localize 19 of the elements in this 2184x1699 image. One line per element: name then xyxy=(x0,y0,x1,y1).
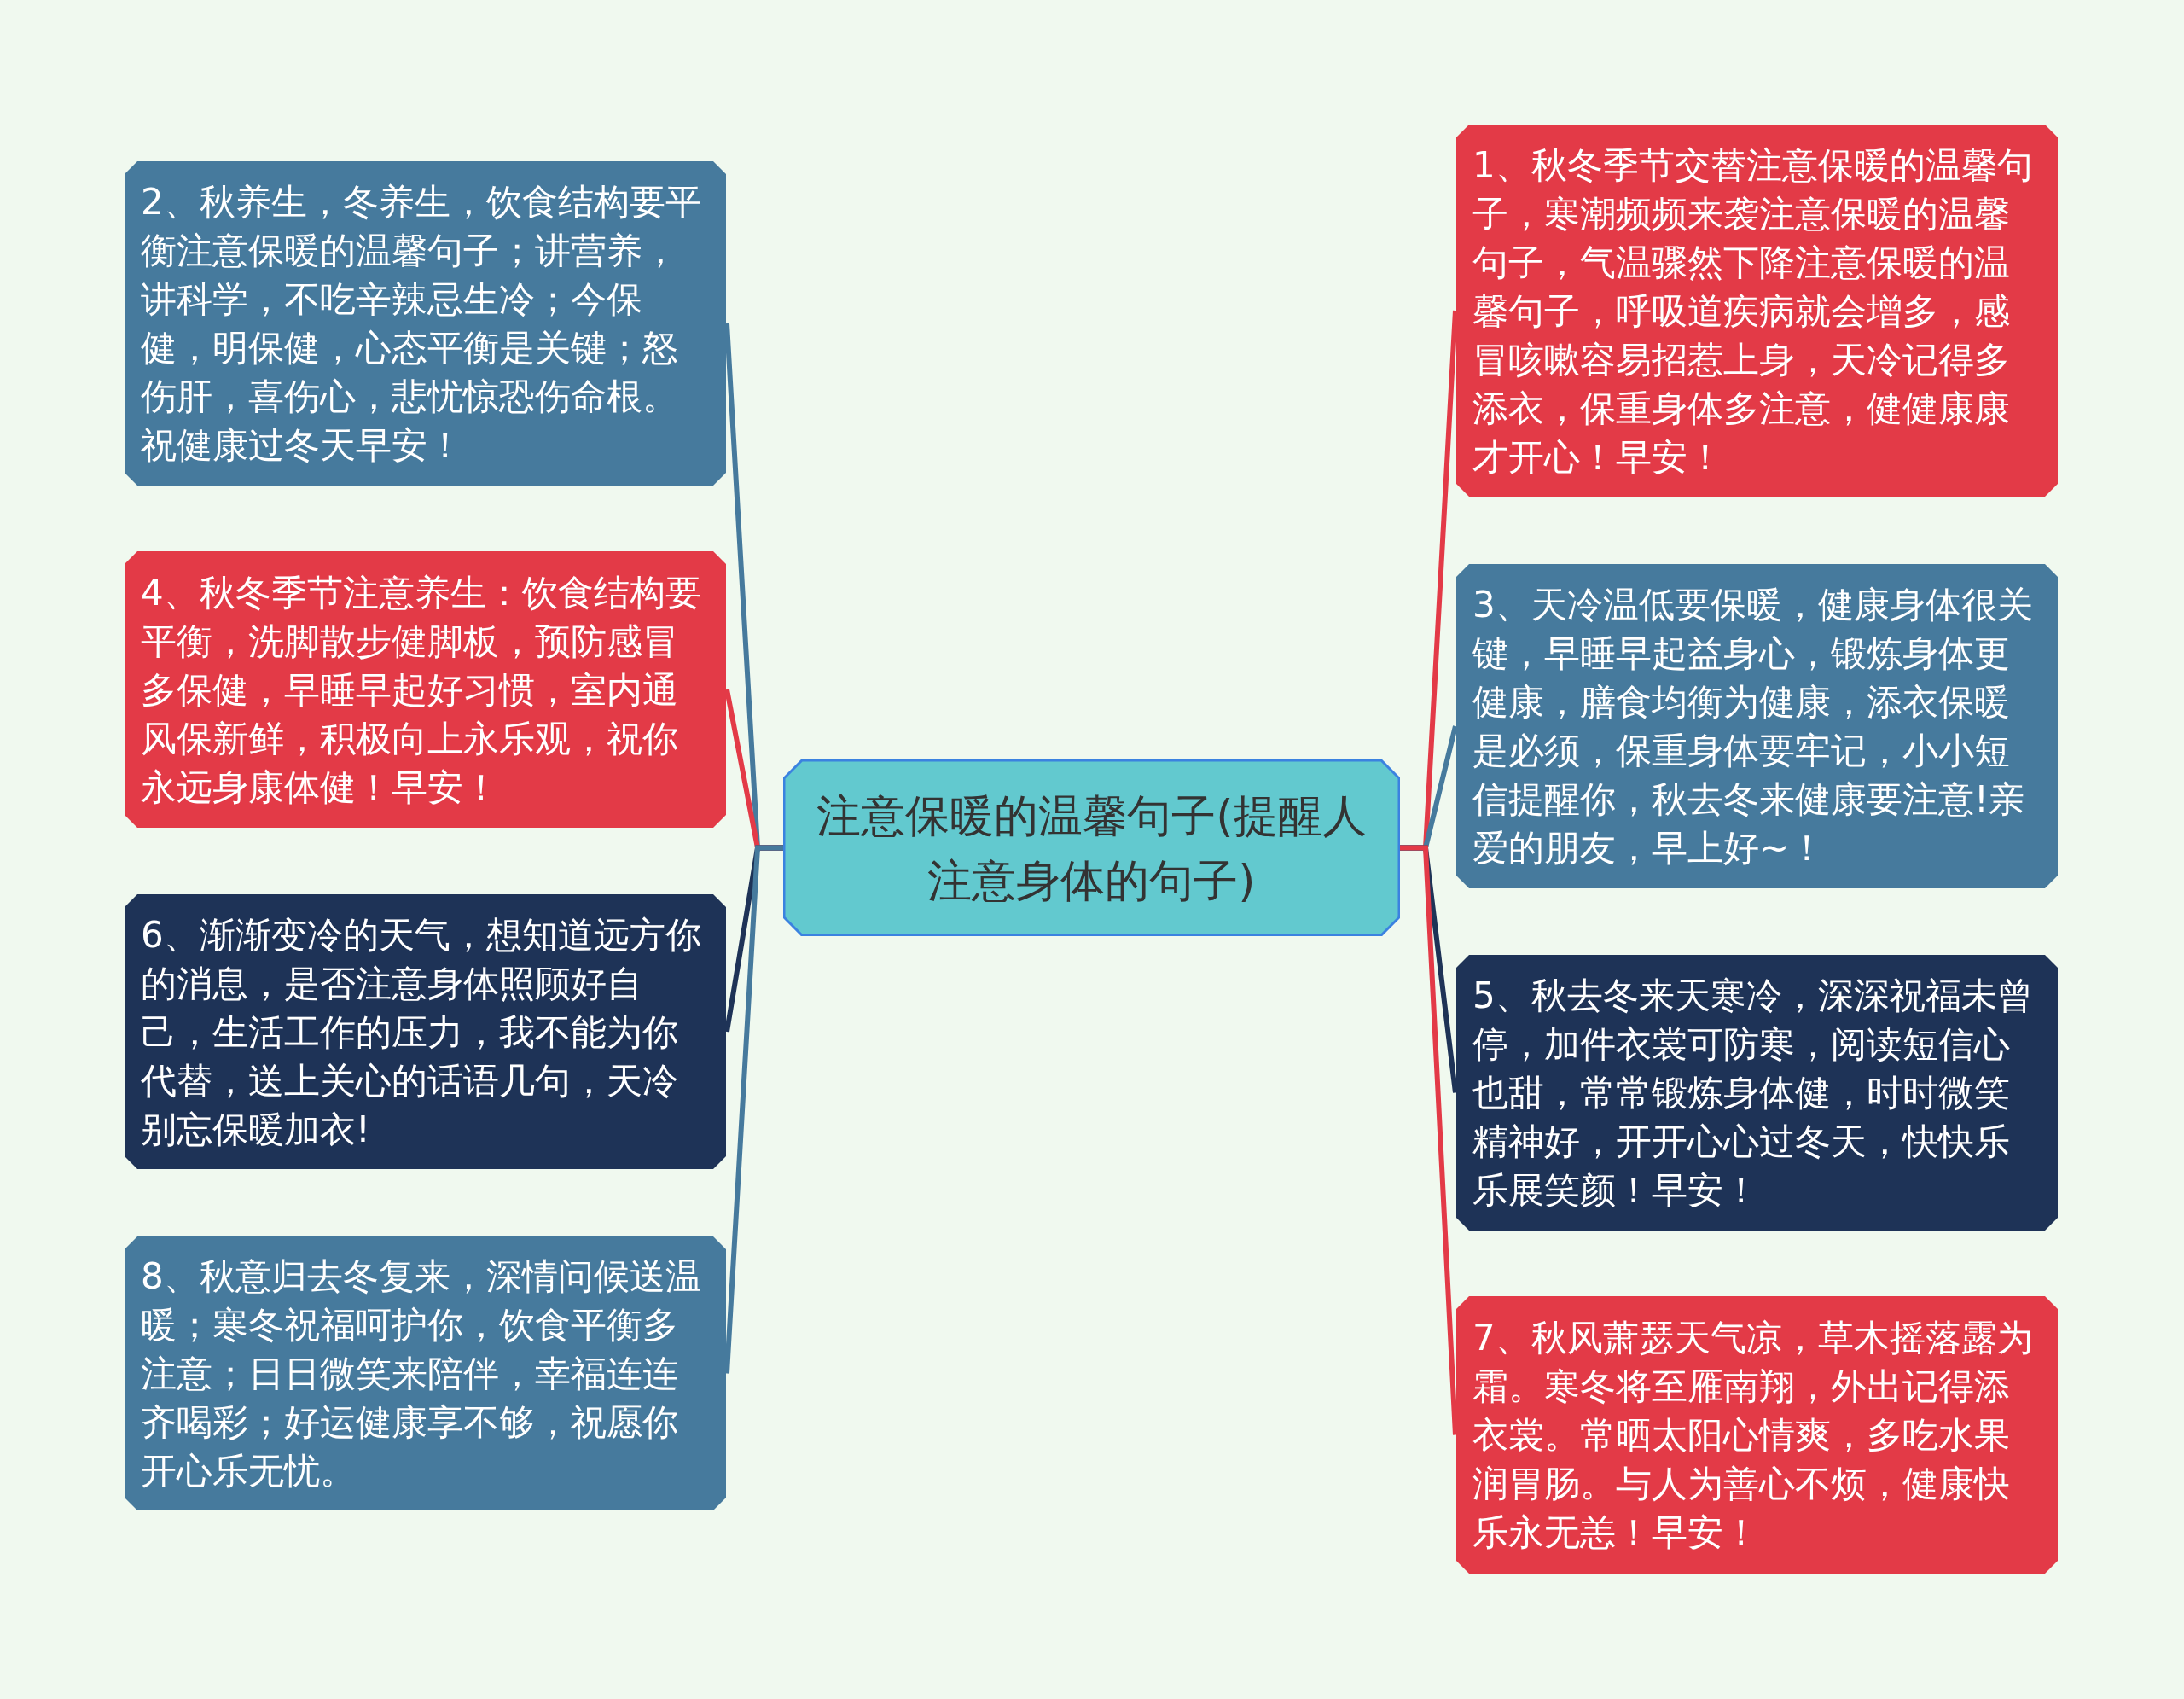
topic-text: 8、秋意归去冬复来，深情问候送温暖；寒冬祝福呵护你，饮食平衡多注意；日日微笑来陪伴，幸福连连齐喝彩；好运健康享不够，祝愿你开心乐无忧。 xyxy=(141,1254,702,1493)
connector-line xyxy=(1400,845,1458,1435)
topic-text: 7、秋风萧瑟天气凉，草木摇落露为霜。寒冬将至雁南翔，外出记得添衣裳。常晒太阳心情爽，多吃水果润胃肠。与人为善心不烦，健康快乐永无恙！早安！ xyxy=(1472,1316,2034,1555)
topic-text: 3、天冷温低要保暖，健康身体很关键，早睡早起益身心，锻炼身体更健康，膳食均衡为健康，添衣保暖是必须，保重身体要牢记，小小短信提醒你，秋去冬来健康要注意!亲爱的朋友，早上好~！ xyxy=(1472,583,2034,870)
topic-card xyxy=(124,893,727,1170)
topic-card xyxy=(1455,563,2059,889)
topic-card xyxy=(1455,954,2059,1231)
central-topic-card xyxy=(783,759,1400,936)
topic-text: 6、渐渐变冷的天气，想知道远方你的消息，是否注意身体照顾好自己，生活工作的压力，我不能为你代替，送上关心的话语几句，天冷别忘保暖加衣! xyxy=(141,912,702,1152)
topic-card xyxy=(124,160,727,486)
topic-card xyxy=(124,1236,727,1511)
topic-title: 注意保暖的温馨句子(提醒人注意身体的句子) xyxy=(816,788,1368,908)
topic-card xyxy=(1455,124,2059,497)
topic-text: 1、秋冬季节交替注意保暖的温馨句子，寒潮频频来袭注意保暖的温馨句子，气温骤然下降注意保暖的温馨句子，呼吸道疾病就会增多，感冒咳嗽容易招惹上身，天冷记得多添衣，保重身体多注意，健健康康才开心！早安！ xyxy=(1472,143,2034,480)
topic-card xyxy=(1455,1295,2059,1574)
topic-text: 5、秋去冬来天寒冷，深深祝福未曾停，加件衣裳可防寒，阅读短信心也甜，常常锻炼身体健，时时微笑精神好，开开心心过冬天，快快乐乐展笑颜！早安！ xyxy=(1472,974,2034,1213)
topic-card xyxy=(124,550,727,829)
topic-text: 4、秋冬季节注意养生：饮食结构要平衡，洗脚散步健脚板，预防感冒多保健，早睡早起好习惯，室内通风保新鲜，积极向上永乐观，祝你永远身康体健！早安！ xyxy=(141,570,702,810)
topic-text: 2、秋养生，冬养生，饮食结构要平衡注意保暖的温馨句子；讲营养，讲科学，不吃辛辣忌生冷；今保健，明保健，心态平衡是关键；怒伤肝，喜伤心，悲忧惊恐伤命根。祝健康过冬天早安！ xyxy=(141,180,702,468)
